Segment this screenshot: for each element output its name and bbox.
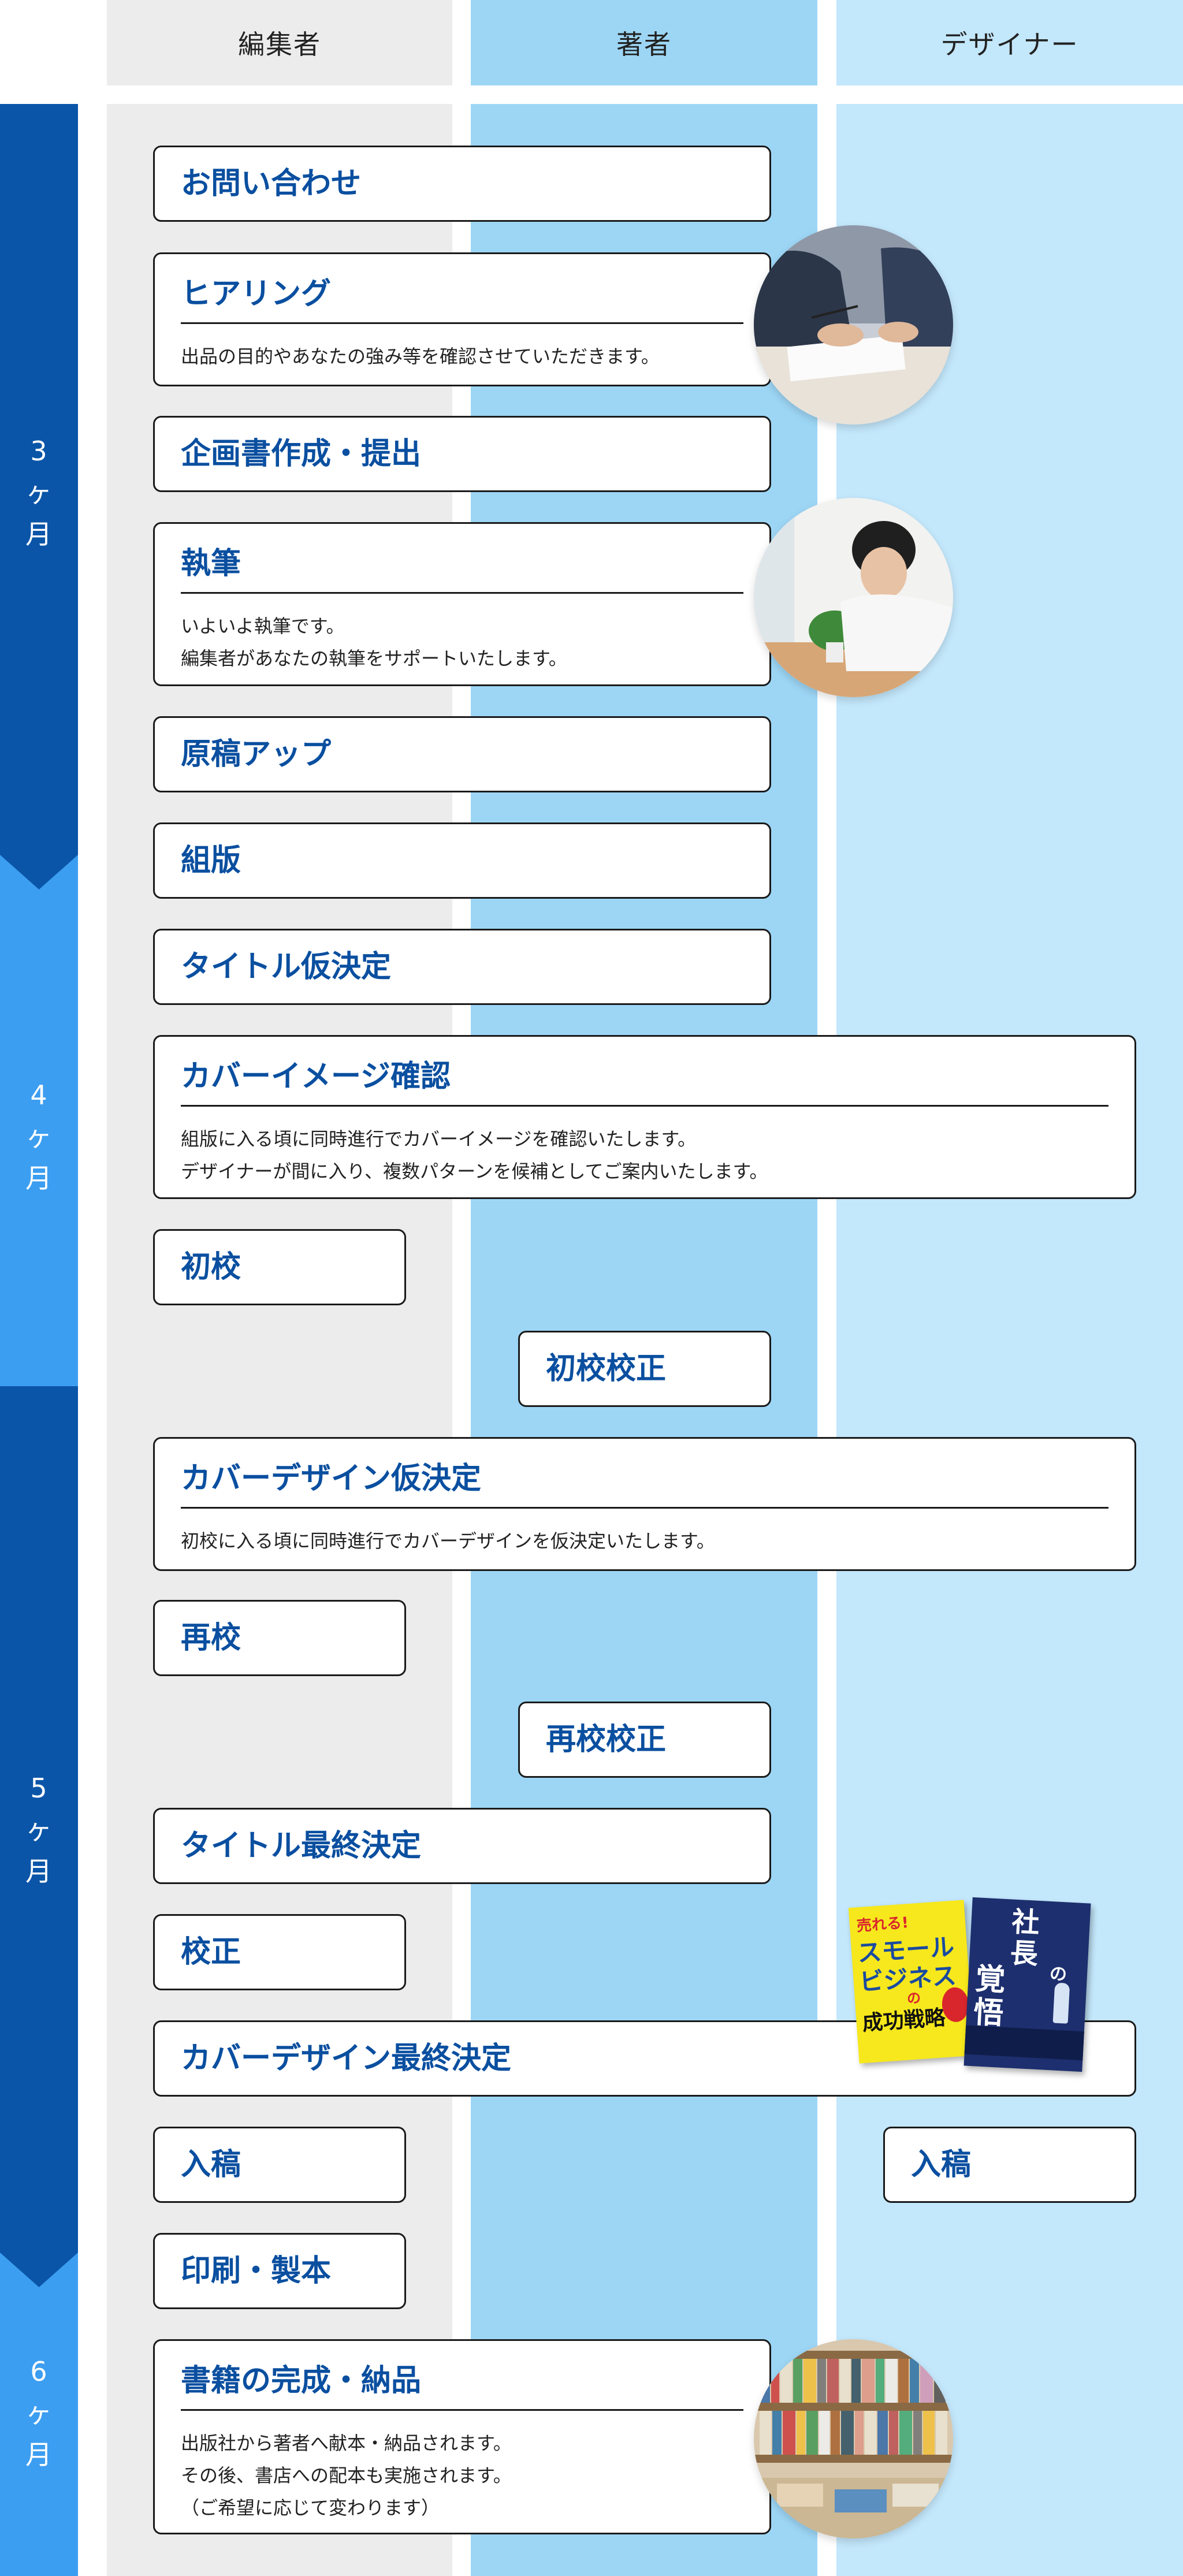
book-char-1: 社 [1011,1905,1041,1940]
step-title: 初校 [181,1249,241,1285]
book-cover-president-resolve: 社 長 の 覚 悟 [963,1897,1091,2072]
step-second-proof: 再校 [153,1600,406,1676]
step-description: 初校に入る頃に同時進行でカバーデザインを仮決定いたします。 [181,1530,715,1553]
step-title: カバーデザイン最終決定 [181,2041,512,2076]
step-cover-design-tentative: カバーデザイン仮決定 初校に入る頃に同時進行でカバーデザインを仮決定いたします。 [153,1437,1136,1571]
step-title: カバーデザイン仮決定 [181,1461,1108,1509]
step-cover-image: カバーイメージ確認 組版に入る頃に同時進行でカバーイメージを確認いたします。 デ… [153,1035,1136,1199]
step-title: 原稿アップ [181,736,332,772]
step-title-final: タイトル最終決定 [153,1808,771,1884]
step-title: タイトル最終決定 [181,1828,422,1863]
book-char-4: 覚 [974,1961,1006,1998]
column-header-editor: 編集者 [238,29,321,60]
step-title: 再校校正 [546,1722,667,1757]
step-description: 出版社から著者へ献本・納品されます。 その後、書店への配本も実施されます。 （ご… [181,2432,512,2519]
step-title: 企画書作成・提出 [181,436,422,471]
step-typesetting: 組版 [153,822,771,899]
step-title: 組版 [181,843,241,878]
book-char-2: 長 [1009,1937,1039,1971]
author-column-bg [471,0,817,2576]
step-printing: 印刷・製本 [153,2233,406,2309]
step-title: 再校 [181,1620,241,1655]
step-proofreading: 校正 [153,1914,406,1990]
book-figure [1052,1982,1070,2024]
book-line-5: 成功戦略 [861,2006,946,2036]
step-second-proof-correction: 再校校正 [518,1702,771,1778]
step-title: カバーイメージ確認 [181,1059,1108,1107]
step-title: タイトル仮決定 [181,949,392,984]
step-submission-designer: 入稿 [883,2127,1136,2203]
book-cover-small-business: 売れる! スモール ビジネス の 成功戦略 [848,1900,975,2064]
step-title: 校正 [181,1934,241,1970]
step-manuscript-up: 原稿アップ [153,716,771,792]
month-label-3: 3ヶ月 [25,435,52,550]
step-submission-editor: 入稿 [153,2127,406,2203]
step-title: ヒアリング [181,276,743,325]
step-title: 印刷・製本 [181,2253,332,2288]
month-label-6: 6ヶ月 [25,2356,52,2470]
writing-person-photo [754,498,953,697]
month-label-4: 4ヶ月 [25,1079,52,1194]
step-writing: 執筆 いよいよ執筆です。 編集者があなたの執筆をサポートいたします。 [153,522,771,686]
book-band [964,2025,1084,2061]
step-hearing: ヒアリング 出品の目的やあなたの強み等を確認させていただきます。 [153,252,771,386]
bookstore-photo [754,2339,953,2538]
step-title: 書籍の完成・納品 [181,2363,743,2411]
column-header-author: 著者 [616,29,672,60]
step-title: 入稿 [181,2147,241,2182]
step-inquiry: お問い合わせ [153,146,771,222]
column-header-designer: デザイナー [940,29,1079,60]
hearing-meeting-photo [754,225,953,425]
month-label-5: 5ヶ月 [25,1773,52,1887]
step-first-proof-correction: 初校校正 [518,1331,771,1407]
step-description: いよいよ執筆です。 編集者があなたの執筆をサポートいたします。 [181,615,567,670]
step-title: 執筆 [181,546,743,594]
step-first-proof: 初校 [153,1229,406,1305]
step-completion: 書籍の完成・納品 出版社から著者へ献本・納品されます。 その後、書店への配本も実… [153,2339,771,2534]
step-title: 入稿 [911,2147,972,2182]
step-title-tentative: タイトル仮決定 [153,929,771,1005]
step-description: 出品の目的やあなたの強み等を確認させていただきます。 [181,345,660,368]
step-proposal: 企画書作成・提出 [153,416,771,492]
header-separator [0,85,1183,104]
step-title: 初校校正 [546,1351,667,1386]
book-char-3: の [1049,1964,1067,1985]
step-description: 組版に入る頃に同時進行でカバーイメージを確認いたします。 デザイナーが間に入り、… [181,1128,768,1183]
month-timeline [0,104,78,2576]
step-title: お問い合わせ [181,166,362,201]
